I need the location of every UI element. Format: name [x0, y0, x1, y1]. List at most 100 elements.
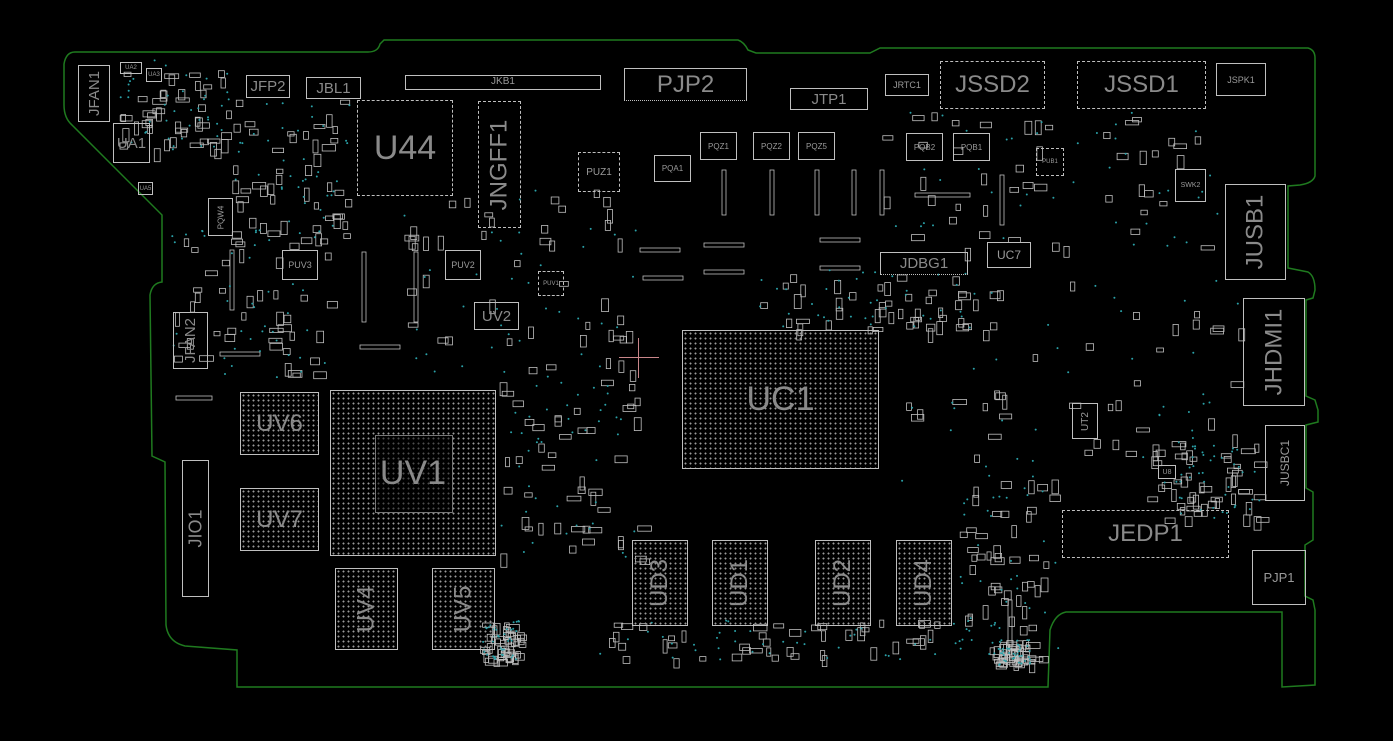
via: [1054, 561, 1057, 564]
via: [973, 292, 976, 295]
via: [823, 316, 825, 319]
passive-part: [800, 284, 806, 298]
via: [670, 642, 673, 645]
component-UA2[interactable]: UA2: [120, 62, 142, 74]
component-PUV2[interactable]: PUV2: [445, 250, 481, 280]
passive-part: [617, 315, 625, 326]
via: [322, 216, 325, 219]
component-JRTC1[interactable]: JRTC1: [885, 74, 929, 96]
component-UA3[interactable]: UA3: [146, 68, 162, 82]
component-JBL1[interactable]: JBL1: [306, 77, 361, 99]
passive-part: [231, 231, 243, 239]
passive-part: [1070, 281, 1076, 292]
via: [301, 179, 304, 182]
passive-part: [241, 312, 247, 321]
passive-part: [967, 613, 973, 621]
passive-part: [952, 276, 960, 286]
via: [588, 527, 591, 530]
component-UD3[interactable]: UD3: [632, 540, 688, 626]
passive-part: [269, 327, 284, 333]
component-PJP2[interactable]: PJP2: [624, 68, 747, 101]
via: [1005, 496, 1008, 499]
component-UC1[interactable]: UC1: [682, 330, 879, 469]
via: [515, 620, 518, 623]
component-JSSD2[interactable]: JSSD2: [940, 61, 1045, 109]
component-UD1[interactable]: UD1: [712, 540, 768, 626]
via: [595, 459, 598, 462]
component-U8[interactable]: U8: [1158, 465, 1176, 479]
via: [862, 271, 864, 274]
component-JNGFF1[interactable]: JNGFF1: [478, 101, 521, 228]
component-PQZ2[interactable]: PQZ2: [753, 132, 790, 160]
component-PQW4[interactable]: PQW4: [208, 198, 233, 236]
component-PJP1[interactable]: PJP1: [1252, 550, 1306, 605]
passive-part: [1159, 201, 1168, 207]
passive-part: [1029, 554, 1039, 562]
passive-part: [582, 525, 591, 534]
via: [127, 89, 130, 92]
component-UV4[interactable]: UV4: [335, 568, 398, 650]
via: [167, 137, 170, 140]
component-UD2[interactable]: UD2: [815, 540, 871, 626]
component-JEDP1[interactable]: JEDP1: [1062, 510, 1229, 558]
component-JFAN1[interactable]: JFAN1: [78, 65, 110, 122]
component-JFAN2[interactable]: JFAN2: [173, 312, 208, 369]
component-UV6[interactable]: UV6: [240, 392, 319, 455]
component-PQZ1[interactable]: PQZ1: [700, 132, 737, 160]
component-UA5[interactable]: UA5: [138, 182, 153, 195]
passive-part: [1194, 136, 1202, 145]
passive-part: [629, 370, 637, 382]
passive-part: [214, 148, 222, 160]
via: [1158, 413, 1161, 416]
via: [220, 129, 223, 131]
via: [887, 654, 890, 657]
passive-part: [195, 117, 203, 132]
passive-part: [1200, 245, 1215, 251]
component-UC7[interactable]: UC7: [987, 242, 1031, 268]
passive-part: [137, 96, 148, 103]
component-JSSD1[interactable]: JSSD1: [1077, 61, 1206, 109]
passive-part: [820, 650, 826, 661]
component-U44[interactable]: U44: [357, 100, 453, 196]
passive-part: [174, 355, 183, 363]
component-PUB1[interactable]: PUB1: [1036, 148, 1064, 176]
passive-part: [326, 301, 338, 309]
component-JIO1[interactable]: JIO1: [182, 460, 209, 597]
passive-part: [1180, 442, 1186, 451]
component-JUSBC1[interactable]: JUSBC1: [1265, 425, 1305, 501]
component-JUSB1[interactable]: JUSB1: [1225, 184, 1286, 280]
component-PUV1[interactable]: PUV1: [538, 271, 564, 296]
component-UD4[interactable]: UD4: [896, 540, 952, 626]
component-JKB1[interactable]: JKB1: [405, 75, 601, 90]
component-UV2[interactable]: UV2: [474, 302, 519, 330]
component-JSPK1[interactable]: JSPK1: [1216, 63, 1266, 96]
passive-part: [195, 81, 201, 91]
component-JFP2[interactable]: JFP2: [246, 75, 290, 98]
component-SWK2[interactable]: SWK2: [1175, 169, 1206, 202]
component-PUV3[interactable]: PUV3: [282, 250, 318, 280]
passive-part: [1022, 581, 1029, 592]
component-JTP1[interactable]: JTP1: [790, 88, 868, 110]
via: [953, 407, 956, 410]
component-JHDMI1[interactable]: JHDMI1: [1243, 298, 1305, 406]
passive-part: [310, 357, 320, 366]
component-PQB2[interactable]: PQB2: [906, 133, 943, 161]
component-PQB1[interactable]: PQB1: [953, 133, 990, 161]
component-UT2[interactable]: UT2: [1072, 403, 1098, 439]
via: [556, 505, 559, 508]
component-UV1[interactable]: UV1: [330, 390, 496, 556]
via: [241, 142, 244, 145]
passive-part: [334, 189, 345, 196]
component-JDBG1[interactable]: JDBG1: [880, 252, 968, 275]
passive-part: [939, 314, 947, 322]
passive-part: [1136, 427, 1150, 433]
component-PQA1[interactable]: PQA1: [654, 155, 691, 182]
component-PUZ1[interactable]: PUZ1: [578, 152, 620, 192]
via: [415, 357, 418, 360]
component-PQZ5[interactable]: PQZ5: [798, 132, 835, 160]
component-UV5[interactable]: UV5: [432, 568, 495, 650]
passive-part: [1085, 343, 1094, 351]
component-UA1[interactable]: UA1: [113, 123, 150, 163]
via: [1108, 166, 1111, 169]
component-UV7[interactable]: UV7: [240, 488, 319, 551]
